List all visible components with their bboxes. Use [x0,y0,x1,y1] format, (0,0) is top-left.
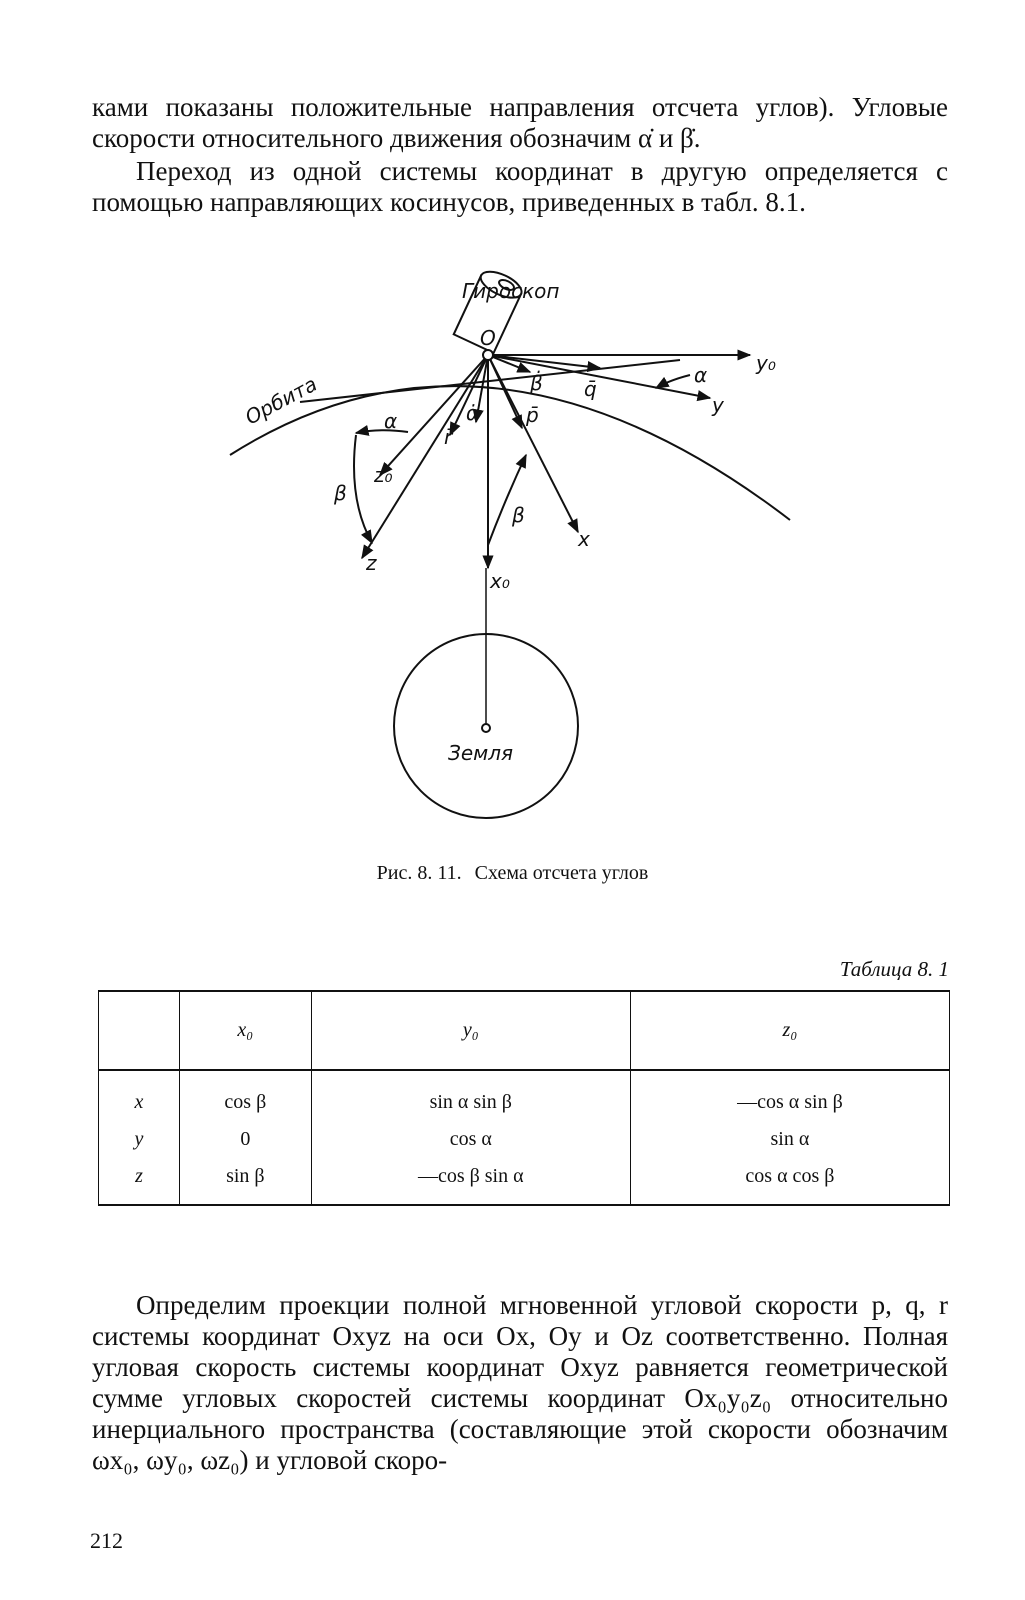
header-cell-x0: x₀ [179,991,312,1071]
table-cell: cos α cos β [629,1158,951,1205]
paragraph-direction-cosines: Переход из одной системы координат в дру… [92,156,948,217]
label-gyroscope: Гироскоп [462,279,559,303]
label-r-bar: r̄ [444,425,454,449]
axis-z [361,354,489,560]
vector-alpha-dot [472,354,489,424]
arc-alpha-left [354,424,409,436]
table-cell: cos α [310,1121,631,1158]
table-row: y 0 cos α sin α [98,1121,951,1158]
label-x0: x₀ [489,569,510,593]
label-alpha-right: α [694,363,707,387]
table-cell: cos β [179,1070,312,1121]
axis-z0 [379,354,489,477]
vector-beta-dot [487,354,532,373]
paragraph-intro: ками показаны положительные направления … [92,92,948,153]
label-origin: O [480,326,496,350]
paragraph-angular-velocity: Определим проекции полной мгновенной угл… [92,1290,948,1475]
figure-caption: Рис. 8. 11. Схема отсчета углов [0,862,1025,885]
label-beta-dot: β̇ [529,370,543,395]
table-cell: —cos α sin β [629,1070,951,1121]
caption-text: Схема отсчета углов [474,862,649,884]
label-alpha-dot: α̇ [466,401,479,425]
earth-circle [393,633,579,819]
origin-point [482,349,494,361]
table-cell: sin α sin β [310,1070,631,1121]
table-cell: sin α [629,1121,951,1158]
gyroscope-body [452,270,523,355]
label-alpha-left: α [384,409,397,433]
label-y0: y₀ [755,351,776,375]
row-label: x [98,1070,180,1121]
arc-beta-left [353,434,373,545]
vector-q-bar [487,354,602,373]
header-cell-corner [98,991,180,1071]
figure-angle-scheme: Гироскоп Орбита Земля O y₀ y x x₀ z z₀ α… [0,250,1025,860]
vector-r-bar [449,354,489,437]
axis-x [487,354,579,534]
orbit-arc [229,385,791,521]
row-label: y [98,1121,180,1158]
caption-number: Рис. 8. 11. [376,862,462,884]
table-row: z sin β —cos β sin α cos α cos β [98,1158,951,1205]
vector-p-bar [487,354,523,430]
table-header-row: x₀ y₀ z₀ [98,991,951,1071]
label-beta-left: β [333,481,347,505]
table-cell: sin β [179,1158,312,1205]
label-p-bar: p̄ [525,403,539,427]
arc-alpha-right [654,374,691,389]
page-number: 212 [90,1528,123,1553]
label-z: z [365,551,377,575]
table-title: Таблица 8. 1 [839,957,949,981]
tangent-line [299,359,681,403]
label-earth: Земля [448,741,513,765]
direction-cosines-table: x₀ y₀ z₀ x cos β sin α sin β —cos α sin … [98,990,951,1206]
arc-beta-right [487,453,527,546]
header-cell-y0: y₀ [310,991,631,1071]
table-cell: 0 [179,1121,312,1158]
label-beta-right: β [511,503,525,527]
label-z0: z₀ [373,463,393,487]
label-q-bar: q̄ [584,377,597,401]
row-label: z [98,1158,180,1205]
label-y: y [711,393,725,417]
label-x: x [577,527,590,551]
header-cell-z0: z₀ [629,991,951,1071]
earth-center [481,723,491,733]
table-cell: —cos β sin α [310,1158,631,1205]
table-row: x cos β sin α sin β —cos α sin β [98,1070,951,1121]
